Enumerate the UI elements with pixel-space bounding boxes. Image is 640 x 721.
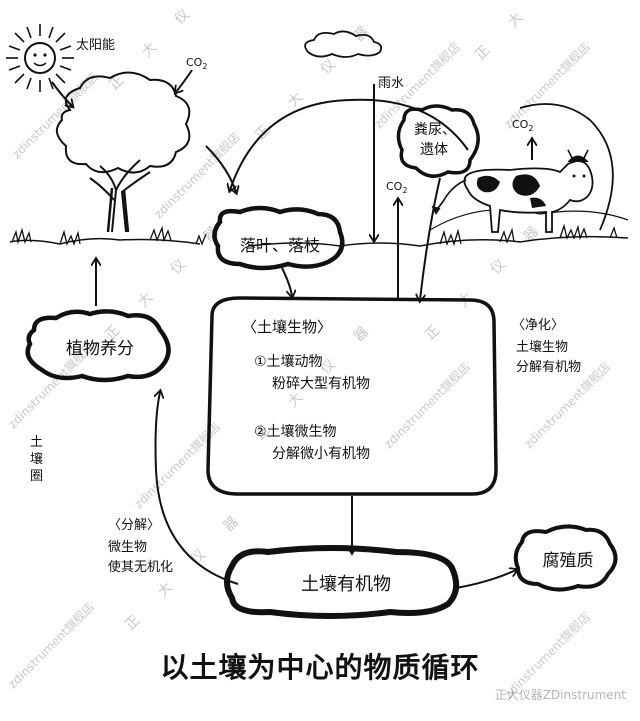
ground-line <box>9 235 629 247</box>
decompose-line2: 使其无机化 <box>108 560 174 575</box>
plant-nutrient-bubble <box>25 309 171 383</box>
manure-bubble <box>396 104 480 178</box>
litter-label: 落叶、落枝 <box>239 236 320 255</box>
soil-microbe-line2: 分解微小有机物 <box>272 446 370 462</box>
manure-label-line1: 粪尿、 <box>414 122 456 138</box>
tree-icon <box>55 71 191 233</box>
soil-microbe-line1: ②土壤微生物 <box>254 424 337 440</box>
decompose-line1: 微生物 <box>108 540 148 555</box>
soil-circle-label: 土 壤 圈 <box>30 435 44 484</box>
purify-line2: 分解有机物 <box>516 360 582 375</box>
soil-organisms-title: 〈土壤生物〉 <box>242 318 333 336</box>
grass-icon <box>11 223 618 247</box>
humus-bubble <box>513 524 618 592</box>
cloud-icon <box>304 30 383 58</box>
litter-to-soil-arrow <box>281 267 292 296</box>
co2-to-tree-arrow <box>176 69 193 92</box>
return-arrow <box>230 98 469 190</box>
rain-label: 雨水 <box>378 76 405 91</box>
sun-icon <box>6 24 74 92</box>
sun-label: 太阳能 <box>76 38 116 53</box>
cow-icon <box>431 149 594 233</box>
co2-label-cow: CO2 <box>512 118 534 134</box>
soil-animal-line2: 粉碎大型有机物 <box>272 376 370 392</box>
humus-label: 腐殖质 <box>542 551 594 571</box>
footer-watermark: 正大仪器ZDinstrument <box>494 688 626 702</box>
manure-to-soil-arrow <box>420 177 441 300</box>
organic-to-nutrient-arrow <box>156 392 239 585</box>
organic-to-humus-arrow <box>455 570 516 589</box>
sun-arrow <box>51 81 72 106</box>
soil-organic-bubble <box>224 545 460 619</box>
tree-to-litter-arrow <box>205 145 236 192</box>
soil-animal-line1: ①土壤动物 <box>254 354 323 370</box>
purify-line1: 土壤生物 <box>516 340 569 355</box>
diagram-title: 以土壤为中心的物质循环 <box>160 651 480 684</box>
manure-label-line2: 遗体 <box>420 142 448 158</box>
co2-label-soil: CO2 <box>386 180 408 196</box>
plant-nutrient-label: 植物养分 <box>66 339 134 359</box>
soil-organisms-box <box>206 296 498 496</box>
purify-title: 〈净化〉 <box>512 318 565 333</box>
co2-label-tree: CO2 <box>186 56 208 72</box>
soil-organic-label: 土壤有机物 <box>301 574 391 595</box>
litter-bubble <box>212 205 345 271</box>
decompose-title: 〈分解〉 <box>108 518 161 533</box>
